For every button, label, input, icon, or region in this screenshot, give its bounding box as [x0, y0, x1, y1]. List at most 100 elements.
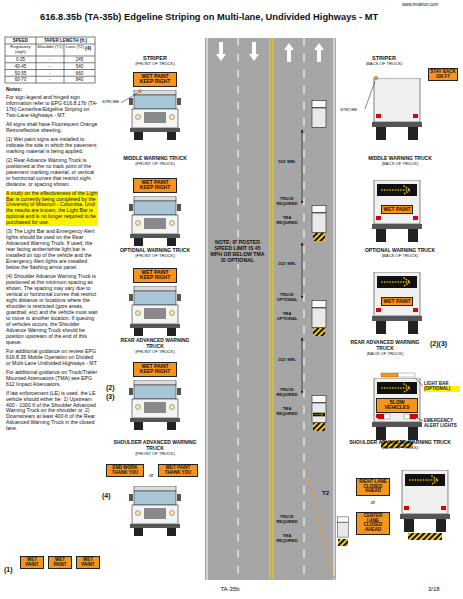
sign-text: WET PAINT KEEP RIGHT	[135, 74, 175, 85]
sign-panel: WET PAINT KEEP RIGHT	[133, 268, 177, 283]
sign-text: SLOW VEHICLES	[378, 400, 416, 411]
label-text: 0-35	[5, 57, 36, 62]
sign-panel: WET PAINT	[76, 556, 100, 569]
label-text: or	[145, 473, 158, 479]
sign-text: WET PAINT	[22, 558, 42, 567]
sign-panel: SLOW VEHICLES	[376, 398, 418, 413]
sign-panel: WET PAINT THANK YOU	[158, 464, 198, 477]
sign-text: WET PAINT KEEP RIGHT	[135, 270, 175, 281]
sign-text: RIGHT LANE CLOSED AHEAD	[358, 480, 388, 494]
label-text: -	[36, 71, 64, 76]
label-text: SHOULDER ADVANCED WARNING TRUCK	[345, 440, 455, 446]
label-text: 540	[64, 64, 95, 69]
label-text: A study on the effectiveness of the Ligh…	[6, 191, 98, 227]
label-text: Shoulder (T1)	[36, 45, 64, 50]
label-text: TAPER LENGTH (ft.)	[36, 38, 95, 43]
label-text: (2)(3)	[430, 340, 458, 348]
label-text: -	[36, 57, 64, 62]
label-text: (BACK OF TRUCK)	[342, 352, 428, 357]
label-text: 150' MIN.	[274, 358, 300, 363]
label-text: (4)	[85, 46, 95, 52]
label-text: SHOULDER ADVANCED WARNING TRUCK	[113, 440, 197, 452]
label-text: 50-55	[5, 71, 36, 76]
label-text: 3/18	[428, 586, 458, 593]
label-text: REAR ADVANCED WARNING TRUCK	[342, 340, 428, 352]
sign-panel: STAY BACK 100 FT	[428, 68, 458, 81]
label-text: (1) Wet paint signs are installed to ind…	[6, 137, 98, 155]
label-text: T2	[319, 490, 332, 497]
label-text: TRUCK REQUIRED	[274, 388, 300, 397]
label-text: (3)	[106, 393, 118, 401]
label-text: or	[356, 500, 390, 506]
sign-text: CENTER LANE CLOSED AHEAD	[358, 514, 388, 533]
label-text: (BACK OF TRUCK)	[345, 62, 423, 67]
label-text: www.invarion.com	[402, 2, 460, 7]
sign-panel: RIGHT LANE CLOSED AHEAD	[356, 478, 390, 496]
label-text: 150' MIN.	[274, 262, 300, 267]
label-text: EMERGENCY ALERT LIGHTS	[424, 418, 460, 428]
sign-panel: WET PAINT	[20, 556, 44, 569]
label-text: (FRONT OF TRUCK)	[113, 350, 197, 355]
label-text: TRUCK REQUIRED	[274, 515, 300, 524]
label-text: TA-35b	[205, 586, 255, 593]
sign-text: WET PAINT	[78, 558, 98, 567]
sign-text: WET PAINT	[50, 558, 70, 567]
label-text: LIGHT BAR	[424, 381, 460, 386]
label-text: (BACK OF TRUCK)	[345, 254, 455, 259]
title: 616.8.35b (TA-35b) Edgeline Striping on …	[40, 12, 460, 23]
label-text: For additional guidance on review EPG 61…	[6, 349, 98, 367]
sign-panel: WET PAINT KEEP RIGHT	[133, 362, 177, 377]
label-text: If law enforcement (LE) is used, the LE …	[6, 391, 98, 433]
sign-panel: END WORK THANK YOU	[106, 464, 144, 477]
label-text: SPEED	[5, 38, 36, 43]
label-text: (FRONT OF TRUCK)	[113, 162, 197, 167]
label-text: (4)	[102, 492, 116, 500]
label-text: 245	[64, 57, 95, 62]
label-text: STRIPER	[345, 55, 423, 61]
label-text: 840	[64, 77, 95, 82]
label-text: 40-45	[5, 64, 36, 69]
label-text: MIDDLE WARNING TRUCK	[113, 156, 197, 162]
sign-panel: WET PAINT KEEP RIGHT	[133, 178, 177, 193]
label-text: TMA OPTIONAL	[274, 312, 300, 321]
sign-panel: WET PAINT	[48, 556, 72, 569]
label-text: NOTE: IF POSTED SPEED LIMIT IS 45 MPH OR…	[209, 240, 266, 264]
sign-text: STAY BACK 100 FT	[430, 70, 456, 79]
label-text: Lane (T2)	[64, 45, 86, 50]
label-text: TMA REQUIRED	[274, 216, 300, 225]
label-text: (4) Shoulder Advance Warning Truck is po…	[6, 274, 98, 346]
label-text: For sign legend and hinged sign informat…	[6, 95, 98, 119]
label-text: For additional guidance on Truck/Trailer…	[6, 370, 98, 388]
label-text: STROBE	[102, 100, 121, 105]
sign-text: WET PAINT	[383, 299, 411, 304]
label-text: 660	[64, 71, 95, 76]
label-text: Notes:	[6, 87, 96, 93]
sign-panel: WET PAINT	[381, 205, 413, 214]
sign-text: END WORK THANK YOU	[108, 466, 142, 475]
label-text: (2) Rear Advance Warning Truck is positi…	[6, 158, 98, 188]
label-text: (FRONT OF TRUCK)	[118, 62, 192, 67]
label-text: 150' MIN.	[274, 160, 300, 165]
label-text: TMA REQUIRED	[274, 534, 300, 543]
sign-panel: CENTER LANE CLOSED AHEAD	[356, 512, 390, 535]
label-text: TRUCK OPTIONAL	[274, 293, 300, 302]
label-text: (3) The Light Bar and Emergency Alert li…	[6, 229, 98, 271]
label-text: TMA REQUIRED	[274, 407, 300, 416]
label-text: OPTIONAL WARNING TRUCK	[345, 248, 455, 254]
label-text: (FRONT OF TRUCK)	[113, 254, 197, 259]
sign-text: WET PAINT KEEP RIGHT	[135, 364, 175, 375]
sign-text: WET PAINT THANK YOU	[160, 466, 196, 475]
label-text: -	[36, 77, 64, 82]
label-text: (1)	[4, 566, 18, 574]
label-text: STRIPER	[118, 55, 192, 61]
label-text: All signs shall have Fluorescent Orange …	[6, 122, 98, 134]
label-text: 60-70	[5, 77, 36, 82]
label-text: MIDDLE WARNING TRUCK	[345, 156, 455, 162]
label-text: (BACK OF TRUCK)	[345, 446, 455, 451]
label-text: Regulatory (mph)	[5, 45, 36, 55]
label-text: STROBE	[340, 108, 364, 113]
sign-text: WET PAINT KEEP RIGHT	[135, 180, 175, 191]
label-text: (BACK OF TRUCK)	[345, 162, 455, 167]
label-text: -	[36, 64, 64, 69]
sign-panel: WET PAINT KEEP RIGHT	[133, 72, 177, 87]
